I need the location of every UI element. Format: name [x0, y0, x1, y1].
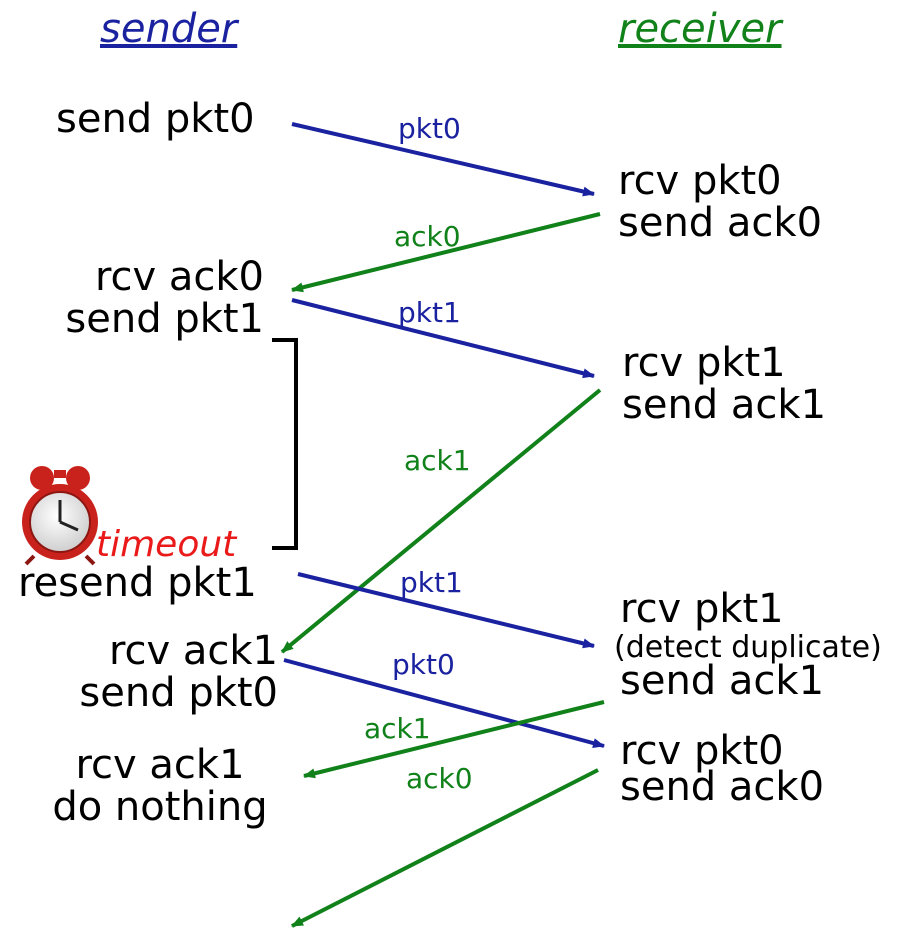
message-label: ack1 [364, 712, 431, 745]
message-arrow [291, 212, 601, 293]
message-label: pkt0 [392, 648, 455, 681]
message-arrow [303, 700, 605, 779]
sender-header: sender [100, 6, 238, 52]
message-label: pkt0 [398, 112, 461, 145]
sender-event: rcv ack1 send pkt0 [79, 628, 278, 717]
message-arrow [297, 572, 595, 649]
receiver-header: receiver [618, 6, 782, 52]
message-label: ack0 [394, 220, 461, 253]
message-arrow [283, 658, 605, 748]
message-label: ack1 [404, 444, 471, 477]
timeout-label: timeout [96, 524, 237, 565]
message-label: pkt1 [400, 566, 463, 599]
receiver-event: rcv pkt0 send ack0 [620, 728, 825, 811]
message-arrow [291, 768, 599, 928]
sender-event: resend pkt1 [18, 560, 257, 606]
alarm-clock-icon [22, 466, 98, 566]
sender-event: rcv ack1 do nothing [52, 742, 268, 831]
timer-bracket [272, 338, 298, 550]
message-label: pkt1 [398, 296, 461, 329]
message-arrow [291, 298, 595, 379]
sender-event: send pkt0 [56, 96, 255, 142]
sender-event: rcv ack0 send pkt1 [65, 254, 264, 343]
message-arrow [291, 122, 595, 197]
receiver-event: rcv pkt0 send ack0 [618, 158, 823, 247]
message-label: ack0 [406, 762, 473, 795]
message-arrow [280, 388, 602, 654]
receiver-event: rcv pkt1 send ack1 [622, 340, 827, 429]
receiver-event: rcv pkt1 (detect duplicate) send ack1 [614, 586, 882, 705]
